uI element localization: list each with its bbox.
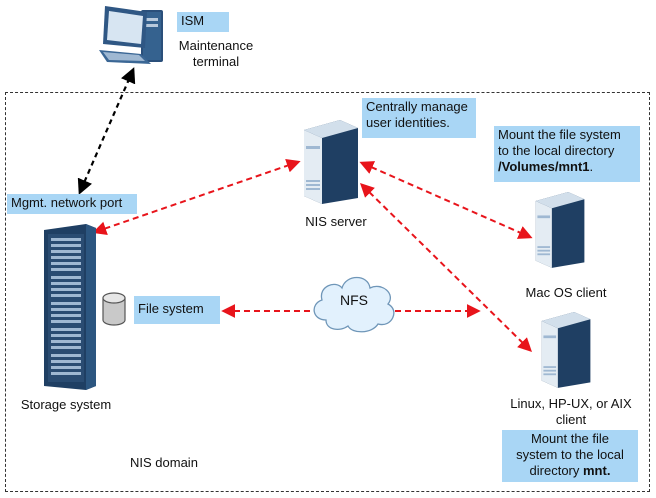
file-system-note: File system (134, 296, 220, 324)
storage-system-label: Storage system (20, 397, 112, 412)
unix-client-note: Mount the file system to the local direc… (502, 430, 638, 482)
nfs-label: NFS (340, 292, 368, 308)
maintenance-terminal-icon (99, 6, 163, 64)
unix-client-label-line2: client (555, 412, 587, 427)
nis-server-label: NIS server (305, 214, 367, 229)
nis-server-note: Centrally manage user identities. (362, 98, 476, 138)
storage-system-icon (44, 224, 96, 390)
file-system-disk-icon (102, 292, 126, 326)
nfs-cloud-icon (313, 276, 395, 333)
unix-client-note-prefix: directory (529, 463, 583, 478)
maintenance-terminal-label-line1: Maintenance (178, 38, 254, 53)
ism-tag: ISM (177, 12, 229, 32)
ism-tag-text: ISM (181, 13, 205, 28)
maintenance-terminal-label-line2: terminal (192, 54, 240, 69)
unix-client-note-path: mnt (583, 463, 607, 478)
unix-client-note-end: . (606, 463, 611, 478)
nis-server-icon (304, 120, 358, 204)
mac-client-label: Mac OS client (525, 285, 607, 300)
mac-client-note: Mount the file system to the local direc… (494, 126, 640, 182)
mgmt-port-note-text: Mgmt. network port (11, 195, 123, 210)
nis-server-note-line2: user identities. (366, 115, 450, 130)
mgmt-port-note: Mgmt. network port (7, 194, 137, 214)
nis-domain-label: NIS domain (130, 455, 198, 470)
unix-client-icon (541, 311, 591, 388)
storage-nis-link (92, 159, 301, 235)
mgmt-link (77, 67, 136, 195)
nis-server-note-line1: Centrally manage (366, 99, 468, 114)
file-system-note-text: File system (138, 301, 204, 316)
unix-client-label-line1: Linux, HP-UX, or AIX (510, 396, 632, 411)
mac-client-note-line2: to the local directory (498, 143, 615, 158)
mac-client-note-end: . (589, 159, 594, 174)
unix-client-note-line2: system to the local (516, 447, 624, 462)
mac-client-icon (535, 191, 585, 268)
mac-client-note-path: /Volumes/mnt1 (498, 159, 590, 174)
mac-client-note-line1: Mount the file system (498, 127, 621, 142)
unix-client-note-line1: Mount the file (530, 431, 610, 446)
unix-client-label: Linux, HP-UX, or AIX client (496, 396, 646, 428)
nis-domain-boundary (5, 92, 650, 492)
maintenance-terminal-label: Maintenance terminal (160, 38, 272, 70)
